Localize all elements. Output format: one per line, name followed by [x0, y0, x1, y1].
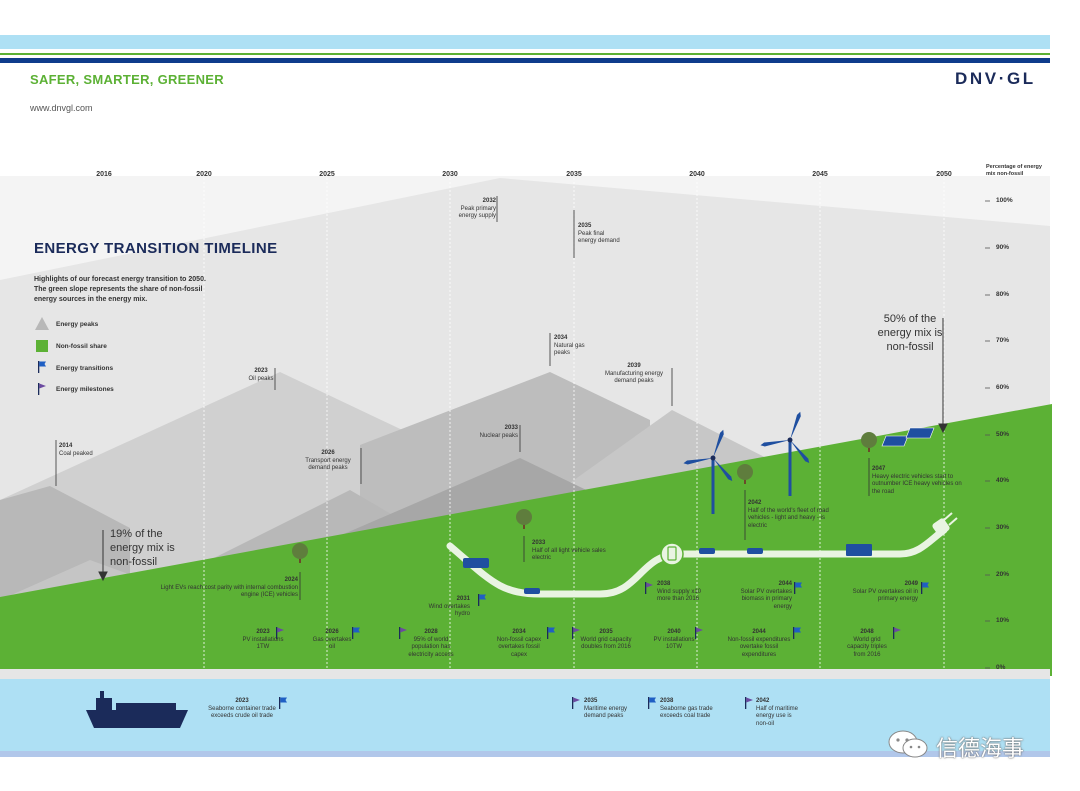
- callout-end: 50% of the energy mix is non-fossil: [877, 313, 943, 353]
- axis-tick: 0%: [996, 664, 1006, 671]
- axis-tick: 100%: [996, 197, 1013, 204]
- axis-tick: 30%: [996, 524, 1010, 531]
- axis-tick: 50%: [996, 431, 1010, 438]
- year-label: 2050: [936, 171, 952, 178]
- car-icon: [699, 548, 715, 554]
- axis-tick: 80%: [996, 291, 1010, 298]
- legend-label: Energy peaks: [56, 321, 99, 328]
- legend-label: Energy transitions: [56, 365, 114, 372]
- year-label: 2030: [442, 171, 458, 178]
- wechat-icon: [888, 730, 928, 758]
- year-label: 2016: [96, 171, 112, 178]
- car-icon: [524, 588, 540, 594]
- year-label: 2045: [812, 171, 828, 178]
- year-label: 2035: [566, 171, 582, 178]
- axis-tick: 60%: [996, 384, 1010, 391]
- legend-label: Non-fossil share: [56, 343, 107, 350]
- axis-tick: 70%: [996, 337, 1010, 344]
- mountain-icon: [35, 317, 49, 330]
- website-url[interactable]: www.dnvgl.com: [30, 103, 93, 113]
- dnvgl-logo: DNV·GL: [955, 69, 1036, 88]
- car-icon: [747, 548, 763, 554]
- year-label: 2020: [196, 171, 212, 178]
- axis-title: Percentage of energy mix non-fossil: [986, 164, 1042, 177]
- year-label: 2025: [319, 171, 335, 178]
- truck-icon: [846, 544, 872, 556]
- container-ship-icon: [86, 691, 188, 728]
- legend-label: Energy milestones: [56, 386, 114, 393]
- axis-tick: 10%: [996, 617, 1010, 624]
- year-label: 2040: [689, 171, 705, 178]
- callout-start: 19% of the energy mix is non-fossil: [110, 528, 175, 568]
- solar-panel-icon: [881, 427, 935, 447]
- tagline: SAFER, SMARTER, GREENER: [30, 72, 224, 87]
- axis-tick: 20%: [996, 571, 1010, 578]
- bus-icon: [463, 558, 489, 568]
- battery-icon: [660, 542, 684, 566]
- axis-tick: 90%: [996, 244, 1010, 251]
- axis-tick: 40%: [996, 477, 1010, 484]
- plug-icon: [932, 512, 958, 536]
- watermark-text: 信德海事: [936, 736, 1025, 761]
- timeline-subtitle: Highlights of our forecast energy transi…: [34, 276, 206, 303]
- timeline-title: ENERGY TRANSITION TIMELINE: [34, 240, 278, 257]
- green-square-icon: [36, 340, 48, 352]
